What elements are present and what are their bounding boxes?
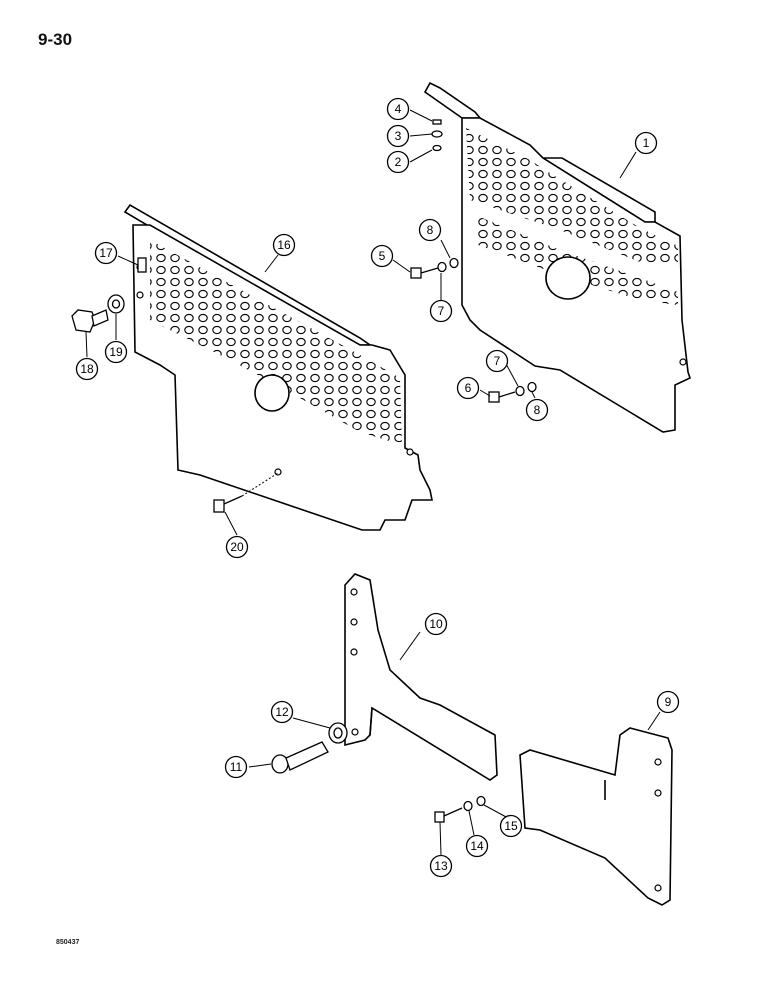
bolt-13-head [434, 811, 445, 823]
svg-text:12: 12 [275, 705, 289, 719]
callout-11: 11 [224, 755, 248, 779]
callout-16: 16 [272, 233, 296, 257]
svg-text:20: 20 [230, 540, 244, 554]
hardware [71, 119, 537, 823]
callout-20: 20 [225, 535, 249, 559]
svg-text:14: 14 [470, 839, 484, 853]
callout-5: 5 [370, 244, 394, 268]
bolt-5-head [410, 267, 422, 279]
svg-text:18: 18 [80, 362, 94, 376]
svg-text:7: 7 [494, 354, 501, 368]
callout-19: 19 [104, 340, 128, 364]
callout-13: 13 [429, 854, 453, 878]
svg-text:1: 1 [643, 136, 650, 150]
callout-3: 3 [386, 124, 410, 148]
callout-4: 4 [386, 97, 410, 121]
callout-10: 10 [424, 612, 448, 636]
callout-6: 6 [456, 376, 480, 400]
lock-washer-7b [515, 385, 525, 397]
svg-text:8: 8 [427, 223, 434, 237]
mounting-bracket-10 [344, 573, 498, 781]
svg-text:4: 4 [395, 102, 402, 116]
bolt-20-head [213, 499, 225, 513]
leader-lines [85, 109, 661, 856]
callout-18: 18 [75, 357, 99, 381]
svg-text:13: 13 [434, 859, 448, 873]
callout-1: 1 [634, 131, 658, 155]
svg-text:10: 10 [429, 617, 443, 631]
svg-text:9: 9 [665, 695, 672, 709]
callout-7a: 7 [429, 299, 453, 323]
washer-2 [432, 144, 442, 152]
callout-2: 2 [386, 150, 410, 174]
svg-text:8: 8 [534, 403, 541, 417]
callout-14: 14 [465, 834, 489, 858]
callout-7b: 7 [485, 349, 509, 373]
washer-15 [476, 795, 486, 807]
reference-code: 850437 [56, 939, 80, 946]
svg-text:17: 17 [99, 246, 113, 260]
callout-17: 17 [94, 241, 118, 265]
svg-text:6: 6 [465, 381, 472, 395]
mounting-bracket-9 [519, 727, 673, 906]
lock-washer-14 [463, 800, 473, 812]
svg-text:5: 5 [379, 249, 386, 263]
svg-text:7: 7 [438, 304, 445, 318]
callout-9: 9 [656, 690, 680, 714]
left-side-shield [123, 203, 433, 531]
washer-8a [449, 257, 459, 269]
nut-4 [432, 119, 442, 125]
bolt-6-head [488, 391, 500, 403]
lock-washer-7a [437, 261, 447, 273]
callout-8a: 8 [418, 218, 442, 242]
callout-12: 12 [270, 700, 294, 724]
svg-text:15: 15 [504, 819, 518, 833]
callout-15: 15 [499, 814, 523, 838]
callout-8b: 8 [525, 398, 549, 422]
svg-text:11: 11 [230, 760, 243, 774]
washer-8b [527, 381, 537, 393]
svg-text:3: 3 [395, 129, 402, 143]
bolt-18-head [71, 309, 96, 333]
page-number: 9-30 [38, 30, 73, 49]
svg-text:19: 19 [109, 345, 123, 359]
washer-3 [431, 130, 443, 138]
svg-text:2: 2 [395, 155, 402, 169]
svg-text:16: 16 [277, 238, 291, 252]
right-side-shield [423, 81, 691, 433]
clip-17 [137, 257, 147, 273]
